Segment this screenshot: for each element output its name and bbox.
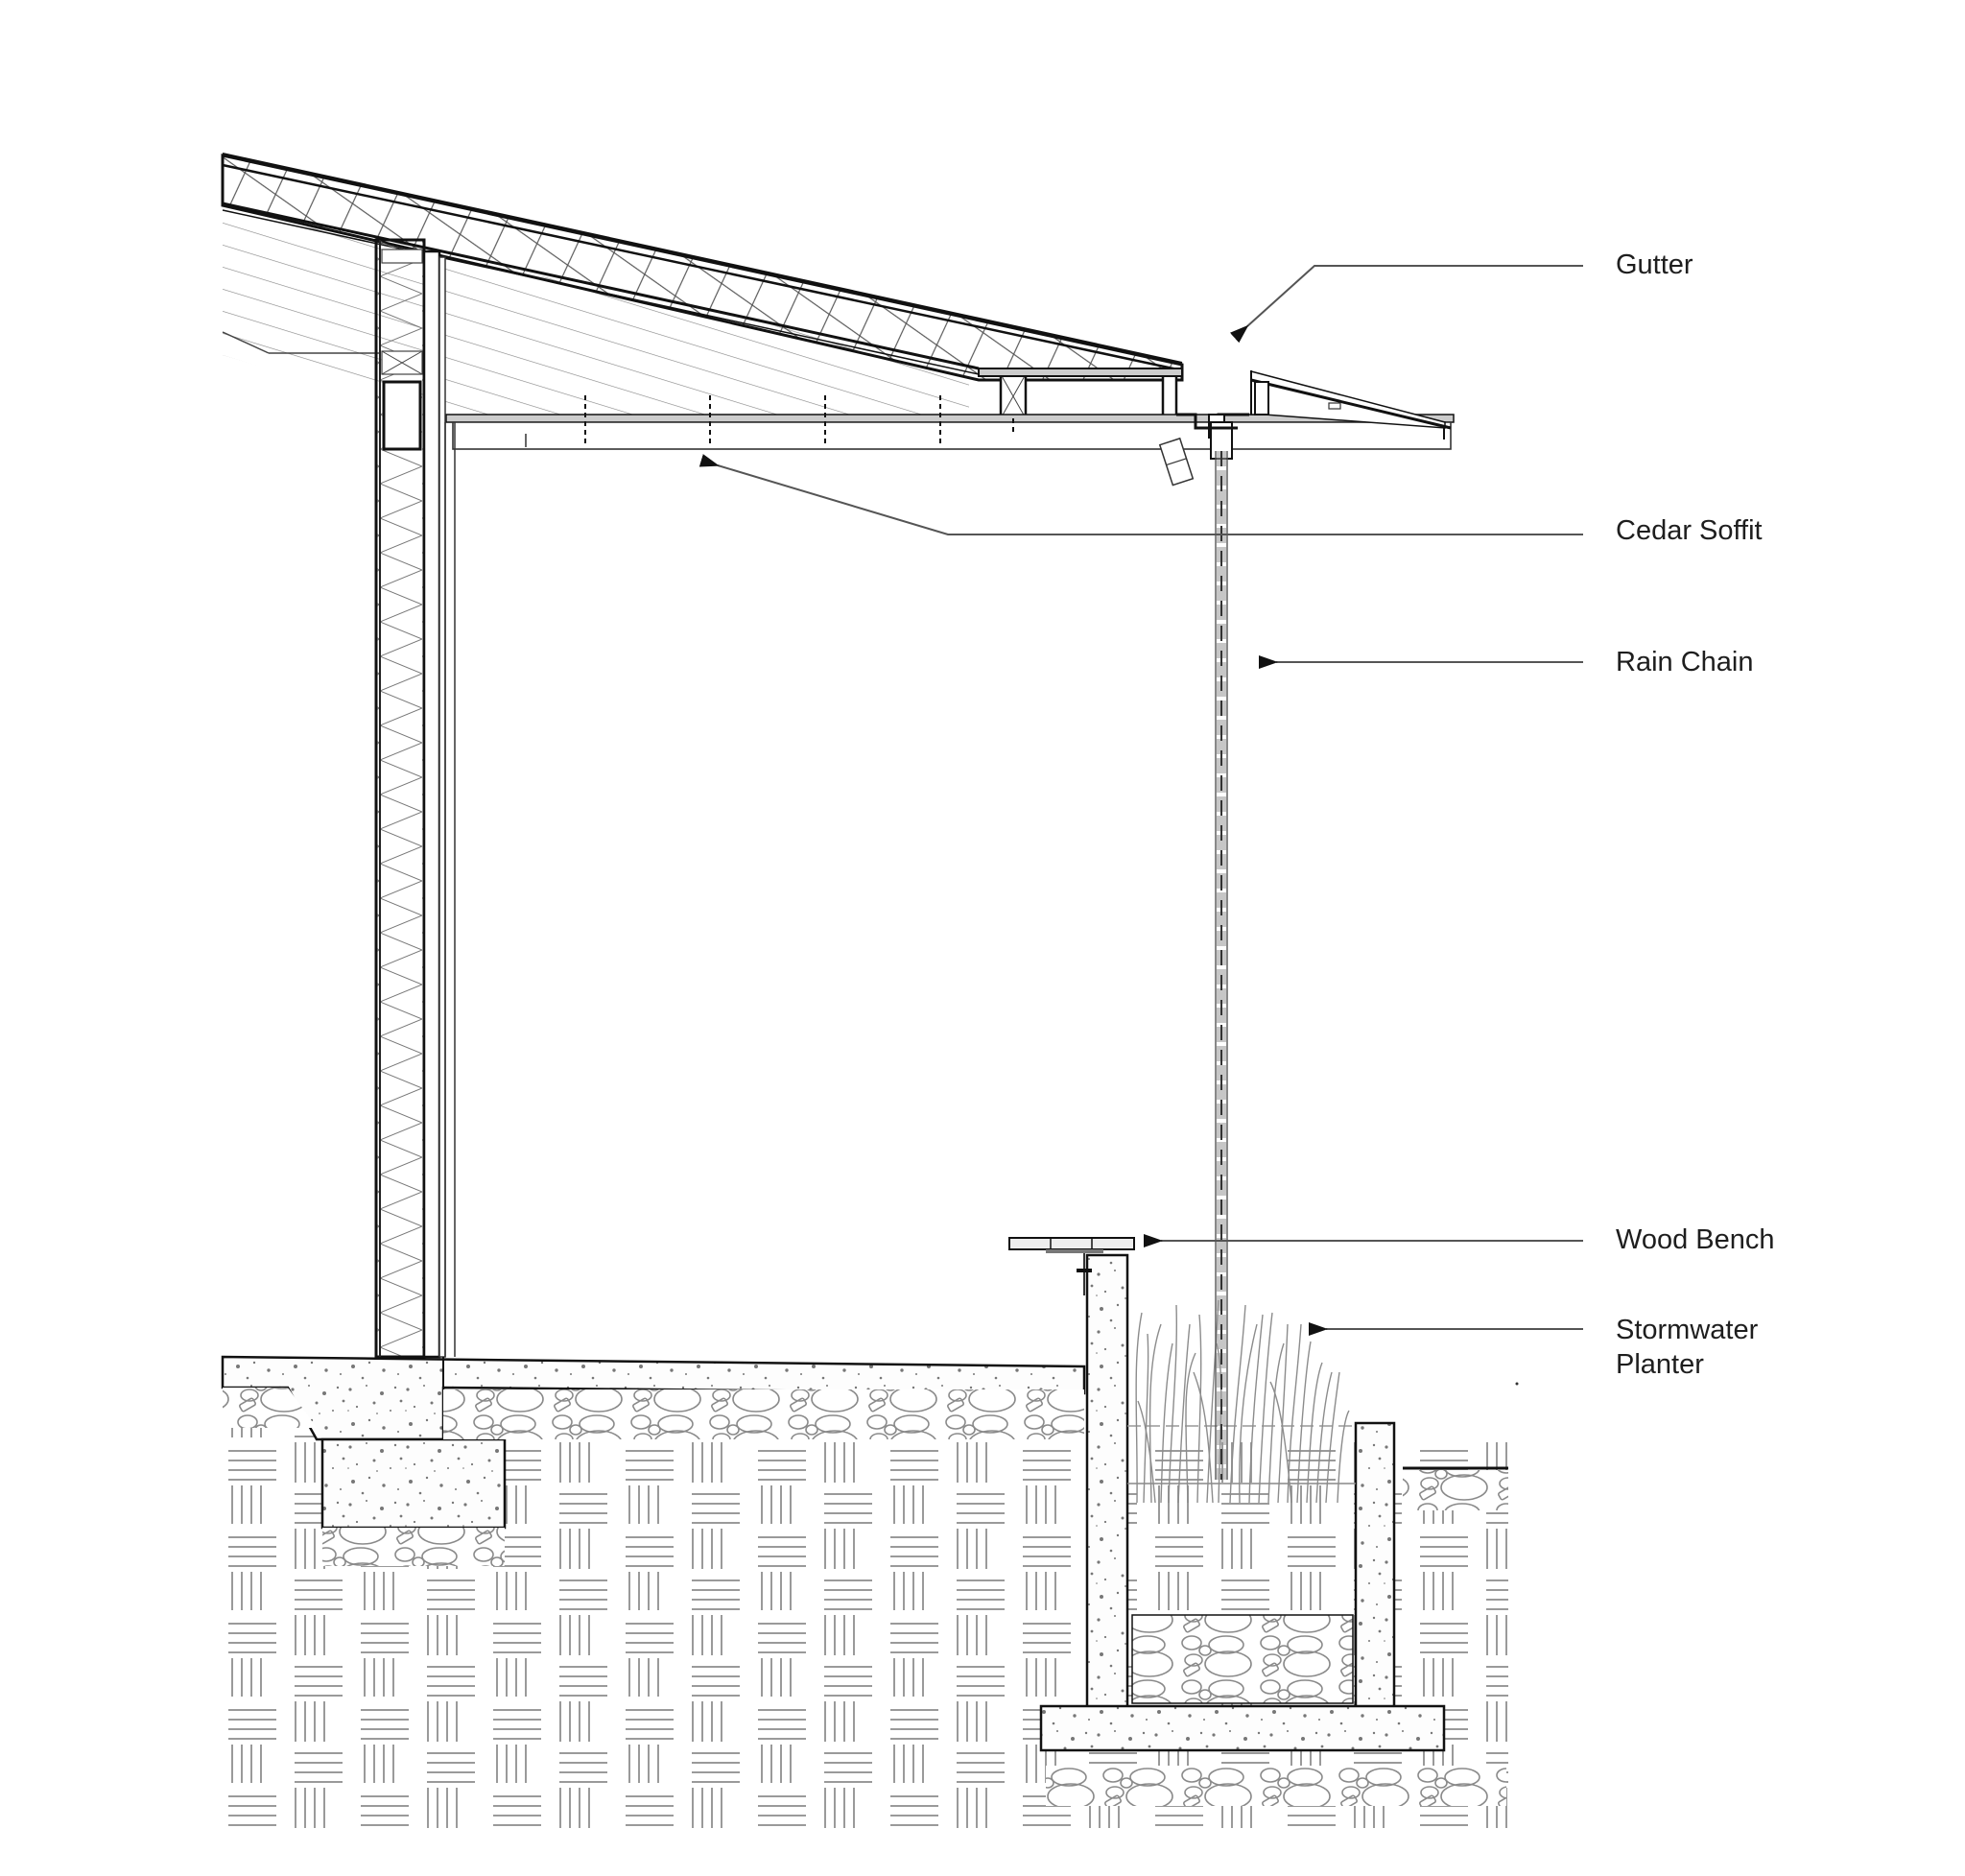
callout-label-planter: Planter bbox=[1616, 1349, 1704, 1380]
callout-label-gutter: Gutter bbox=[1616, 249, 1693, 280]
cedar-soffit bbox=[445, 395, 1455, 487]
exterior-stud-wall bbox=[374, 238, 456, 1359]
callout-label-cedar-soffit: Cedar Soffit bbox=[1616, 515, 1763, 546]
sloped-roof bbox=[221, 153, 1184, 422]
concrete-footing bbox=[320, 1437, 507, 1530]
gravel-layers bbox=[223, 1388, 1508, 1806]
callout-label-rain-chain: Rain Chain bbox=[1616, 647, 1754, 677]
gutter-leader bbox=[1229, 265, 1583, 344]
callout-label-wood-bench: Wood Bench bbox=[1616, 1224, 1775, 1255]
stormwater-planter bbox=[1039, 1253, 1446, 1752]
wood-bench bbox=[1008, 1237, 1135, 1295]
planter-grasses bbox=[1135, 1299, 1350, 1504]
callout-leaders bbox=[698, 265, 1583, 1336]
callout-label-stormwater: Stormwater bbox=[1616, 1315, 1759, 1345]
cedar-soffit-leader bbox=[698, 454, 1583, 535]
rain-chain bbox=[1205, 421, 1238, 1480]
